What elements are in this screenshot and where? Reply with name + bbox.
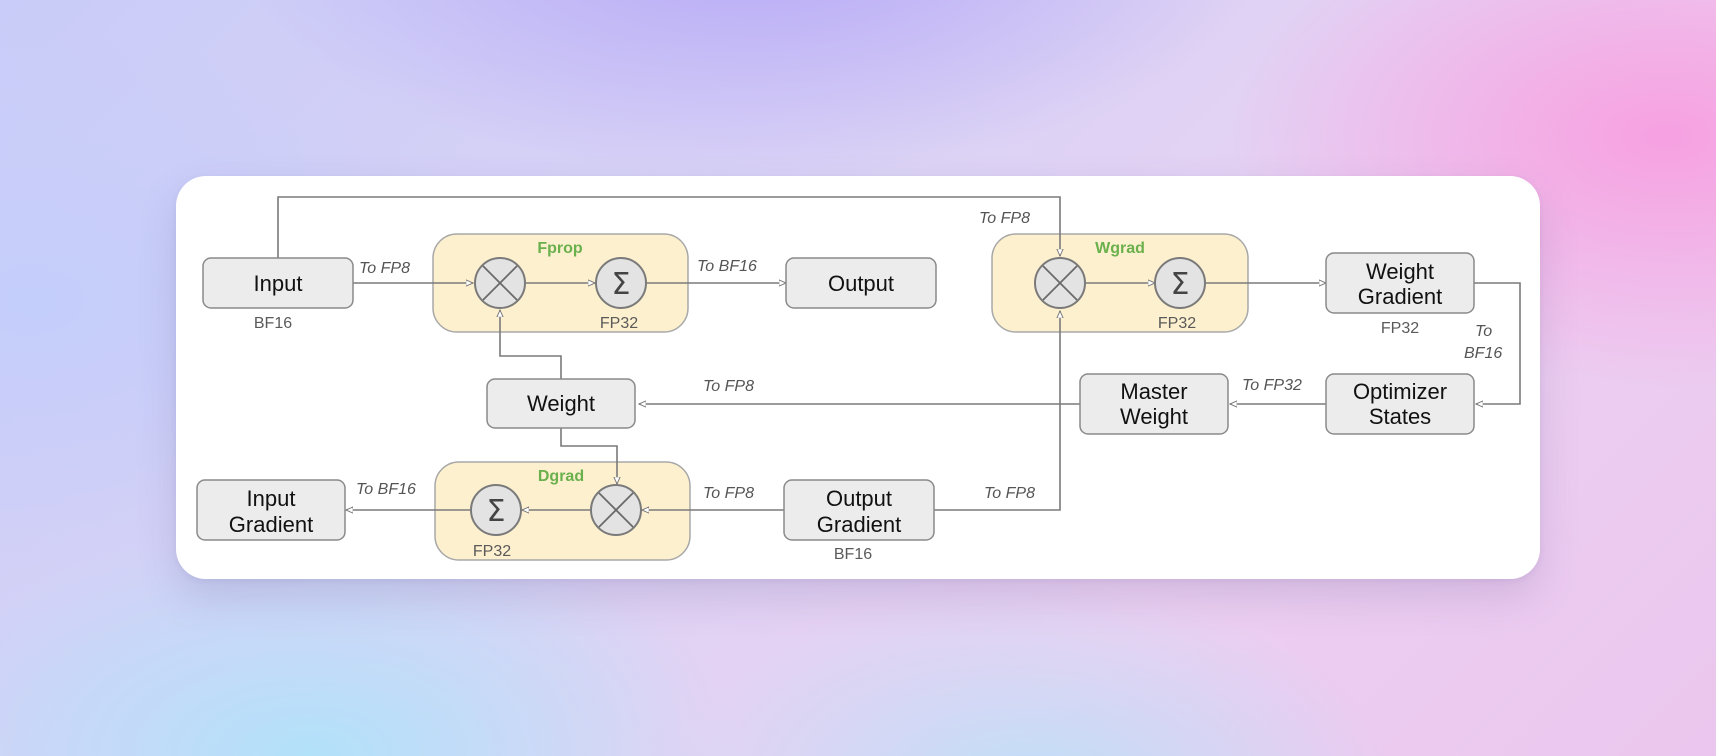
wgrad-title: Wgrad <box>1095 240 1145 257</box>
weight-gradient-label-line1: Weight <box>1366 259 1434 284</box>
multiply-circle-icon <box>482 265 518 301</box>
input-dtype: BF16 <box>254 315 292 332</box>
wire-output-gradient-to-wgrad <box>934 311 1060 511</box>
fprop-sum-dtype: FP32 <box>600 315 638 332</box>
master-weight-label-line2: Weight <box>1120 404 1188 429</box>
multiply-circle-icon <box>598 492 634 528</box>
sigma-circle-icon: Σ <box>1171 267 1190 302</box>
input-gradient-label-line1: Input <box>247 486 296 511</box>
output-label: Output <box>828 271 894 296</box>
input-node: Input <box>202 257 354 309</box>
sigma-circle-icon: Σ <box>612 267 631 302</box>
conversion-output-gradient-to-dgrad: To FP8 <box>703 485 754 502</box>
conversion-weight-gradient-to-optimizer-line1: To <box>1475 323 1492 340</box>
conversion-top-to-wgrad: To FP8 <box>979 210 1030 227</box>
wire-weight-gradient-to-optimizer <box>1474 282 1521 404</box>
conversion-weight-gradient-to-optimizer-line2: BF16 <box>1464 345 1502 362</box>
multiply-circle-icon <box>1042 265 1078 301</box>
conversion-optimizer-to-master: To FP32 <box>1242 377 1302 394</box>
conversion-master-to-weight: To FP8 <box>703 378 754 395</box>
dgrad-title: Dgrad <box>538 468 584 485</box>
fprop-sum: Σ <box>595 257 647 309</box>
input-label: Input <box>254 271 303 296</box>
wire-weight-to-dgrad <box>560 428 617 484</box>
diagram-card: Fprop Wgrad Dgrad <box>176 176 1540 579</box>
output-node: Output <box>785 257 937 309</box>
wgrad-sum-dtype: FP32 <box>1158 315 1196 332</box>
optimizer-states-node: Optimizer States <box>1325 373 1475 435</box>
connections <box>277 196 1521 511</box>
dgrad-sum: Σ <box>470 484 522 536</box>
wgrad-sum: Σ <box>1154 257 1206 309</box>
wire-input-to-wgrad <box>277 196 1060 258</box>
output-gradient-label-line2: Gradient <box>817 512 901 537</box>
fp8-training-flow-diagram: Fprop Wgrad Dgrad <box>196 196 1521 563</box>
master-weight-node: Master Weight <box>1079 373 1229 435</box>
wgrad-multiply <box>1034 257 1086 309</box>
input-gradient-label-line2: Gradient <box>229 512 313 537</box>
conversion-output-gradient-to-wgrad: To FP8 <box>984 485 1035 502</box>
optimizer-states-label-line2: States <box>1369 404 1431 429</box>
optimizer-states-label-line1: Optimizer <box>1353 379 1447 404</box>
output-gradient-node: Output Gradient <box>783 479 935 541</box>
wire-weight-to-fprop <box>500 310 562 379</box>
conversion-input-to-fprop: To FP8 <box>359 260 410 277</box>
sigma-circle-icon: Σ <box>487 494 506 529</box>
weight-gradient-dtype: FP32 <box>1381 320 1419 337</box>
master-weight-label-line1: Master <box>1120 379 1187 404</box>
dgrad-sum-dtype: FP32 <box>473 543 511 560</box>
weight-node: Weight <box>486 378 636 429</box>
fprop-multiply <box>474 257 526 309</box>
output-gradient-label-line1: Output <box>826 486 892 511</box>
fprop-title: Fprop <box>537 240 583 257</box>
weight-label: Weight <box>527 391 595 416</box>
conversion-fprop-to-output: To BF16 <box>697 258 757 275</box>
conversion-dgrad-to-input-gradient: To BF16 <box>356 481 416 498</box>
weight-gradient-node: Weight Gradient <box>1325 252 1475 314</box>
dgrad-multiply <box>590 484 642 536</box>
weight-gradient-label-line2: Gradient <box>1358 284 1442 309</box>
output-gradient-dtype: BF16 <box>834 546 872 563</box>
input-gradient-node: Input Gradient <box>196 479 346 541</box>
